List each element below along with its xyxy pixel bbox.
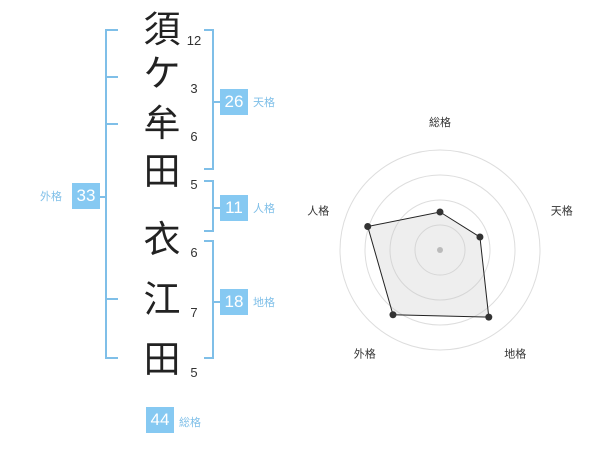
stroke-count-5: 6 [190, 245, 198, 260]
jinkaku-label: 人格 [253, 202, 275, 215]
stroke-count-6: 7 [190, 305, 198, 320]
jinkaku-badge: 11 [220, 195, 248, 221]
gaikaku-badge: 33 [72, 183, 100, 209]
stroke-count-7: 5 [190, 365, 198, 380]
radar-axis-label-0: 総格 [429, 115, 451, 129]
stroke-count-4: 5 [190, 177, 198, 192]
radar-axis-label-4: 人格 [307, 203, 329, 217]
chikaku-label: 地格 [253, 296, 275, 309]
radar-point-2 [485, 313, 493, 321]
radar-rings [339, 149, 541, 351]
name-char-5: 衣 [143, 218, 181, 261]
name-char-1: 須 [143, 8, 181, 51]
name-char-4: 田 [143, 150, 181, 193]
radar-ring-4 [339, 149, 541, 351]
radar-axis-label-1: 天格 [551, 203, 573, 217]
radar-points [364, 208, 493, 321]
chikaku-badge: 18 [220, 289, 248, 315]
name-char-6: 江 [143, 278, 181, 321]
radar-point-3 [389, 311, 397, 319]
radar-axis-label-3: 外格 [354, 347, 376, 361]
name-char-2: ケ [143, 52, 181, 95]
soukaku-badge: 44 [146, 407, 174, 433]
tenkaku-label: 天格 [253, 96, 275, 109]
soukaku-label: 総格 [179, 416, 201, 429]
name-char-3: 牟 [143, 102, 181, 145]
radar-ring-1 [414, 224, 466, 276]
stroke-count-3: 6 [190, 129, 198, 144]
stroke-count-2: 3 [190, 81, 198, 96]
radar-point-4 [364, 223, 372, 231]
name-char-7: 田 [143, 338, 181, 381]
radar-point-0 [436, 208, 444, 216]
radar-ring-2 [389, 199, 491, 301]
radar-axis-label-2: 地格 [504, 347, 526, 361]
radar-ring-3 [364, 174, 516, 326]
stroke-count-1: 12 [186, 33, 202, 48]
radar-center-dot [437, 247, 443, 253]
radar-point-1 [476, 233, 484, 241]
gaikaku-label: 外格 [40, 190, 62, 203]
tenkaku-badge: 26 [220, 89, 248, 115]
radar-data-area [367, 211, 490, 318]
